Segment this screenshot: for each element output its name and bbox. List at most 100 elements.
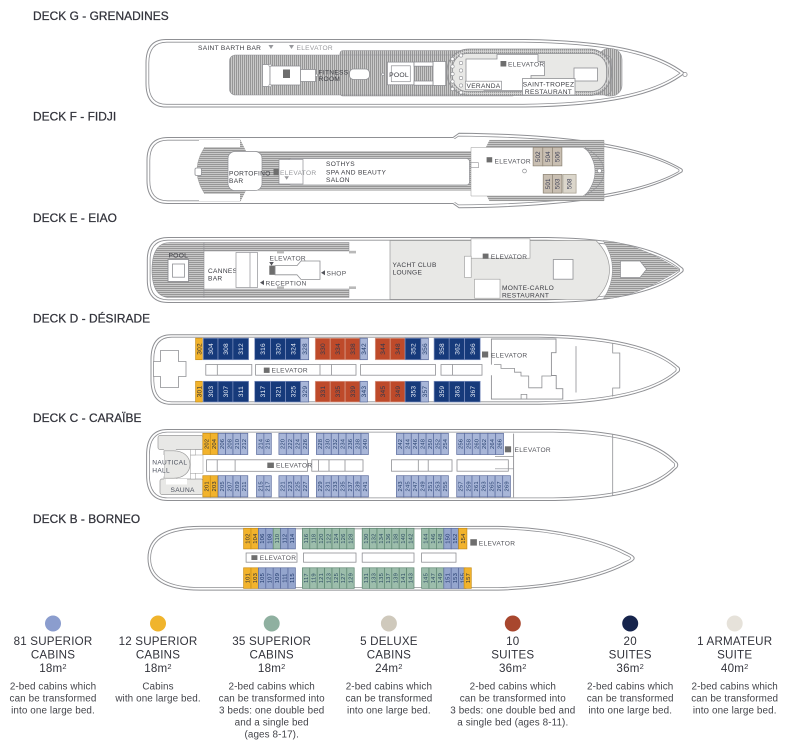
svg-text:118: 118	[312, 534, 318, 544]
svg-text:228: 228	[318, 439, 324, 449]
svg-text:DECK D - DÉSIRADE: DECK D - DÉSIRADE	[33, 311, 150, 326]
svg-text:363: 363	[454, 386, 461, 398]
svg-text:SPA AND BEAUTY: SPA AND BEAUTY	[326, 169, 386, 176]
svg-text:12 SUPERIOR: 12 SUPERIOR	[119, 635, 198, 648]
svg-text:RESTAURANT: RESTAURANT	[525, 89, 572, 96]
svg-text:339: 339	[350, 386, 357, 398]
svg-text:208: 208	[227, 439, 233, 449]
svg-text:106: 106	[260, 533, 266, 543]
svg-text:POOL: POOL	[168, 253, 188, 260]
svg-text:122: 122	[326, 533, 332, 543]
svg-text:243: 243	[398, 481, 404, 491]
svg-text:308: 308	[223, 343, 230, 355]
svg-text:227: 227	[303, 481, 309, 491]
svg-text:36m2: 36m2	[616, 662, 644, 675]
svg-text:261: 261	[474, 481, 480, 491]
svg-text:SAINT-TROPEZ: SAINT-TROPEZ	[523, 82, 575, 89]
svg-text:312: 312	[238, 343, 245, 355]
svg-text:36m2: 36m2	[499, 662, 527, 675]
svg-text:506: 506	[554, 151, 561, 162]
svg-text:207: 207	[227, 481, 233, 491]
svg-text:3 beds: one double bed: 3 beds: one double bed	[219, 706, 324, 717]
svg-text:BAR: BAR	[208, 275, 222, 282]
svg-text:into one large bed.: into one large bed.	[693, 706, 777, 717]
svg-text:357: 357	[422, 386, 429, 398]
svg-text:147: 147	[431, 573, 437, 583]
svg-text:255: 255	[443, 481, 449, 491]
svg-text:221: 221	[281, 481, 287, 491]
svg-text:359: 359	[439, 386, 446, 398]
svg-text:352: 352	[410, 343, 417, 355]
svg-text:216: 216	[266, 439, 272, 449]
svg-text:(ages 8-17).: (ages 8-17).	[244, 730, 298, 741]
svg-text:138: 138	[394, 533, 400, 543]
svg-text:250: 250	[428, 439, 434, 449]
svg-text:245: 245	[406, 481, 412, 491]
svg-text:348: 348	[395, 343, 402, 355]
svg-text:ELEVATOR: ELEVATOR	[508, 61, 544, 68]
svg-text:can be transformed: can be transformed	[10, 694, 97, 705]
svg-text:257: 257	[459, 481, 465, 491]
svg-text:307: 307	[223, 386, 230, 398]
svg-text:301: 301	[196, 386, 203, 398]
svg-text:362: 362	[454, 343, 461, 355]
svg-text:can be transformed: can be transformed	[345, 694, 432, 705]
svg-text:230: 230	[326, 439, 332, 449]
svg-text:256: 256	[459, 439, 465, 449]
svg-text:331: 331	[320, 386, 327, 398]
svg-text:2-bed cabins which: 2-bed cabins which	[470, 682, 556, 693]
svg-text:105: 105	[260, 573, 266, 583]
svg-text:RESTAURANT: RESTAURANT	[502, 293, 549, 300]
svg-text:367: 367	[470, 386, 477, 398]
svg-text:103: 103	[253, 573, 259, 583]
svg-text:212: 212	[242, 439, 248, 449]
svg-text:249: 249	[421, 481, 427, 491]
svg-text:can be transformed into: can be transformed into	[460, 694, 566, 705]
svg-text:into one large bed.: into one large bed.	[588, 706, 672, 717]
svg-text:329: 329	[302, 386, 309, 398]
svg-text:231: 231	[326, 481, 332, 491]
svg-text:124: 124	[334, 533, 340, 544]
svg-text:210: 210	[235, 439, 241, 449]
svg-text:ELEVATOR: ELEVATOR	[479, 540, 515, 547]
svg-text:into one large bed.: into one large bed.	[347, 706, 431, 717]
svg-text:252: 252	[435, 439, 441, 449]
svg-text:can be transformed into: can be transformed into	[219, 694, 325, 705]
svg-text:217: 217	[266, 481, 272, 491]
svg-text:CABINS: CABINS	[136, 649, 180, 662]
svg-text:242: 242	[398, 439, 404, 449]
svg-text:304: 304	[208, 343, 215, 355]
svg-text:247: 247	[413, 481, 419, 491]
svg-text:CABINS: CABINS	[250, 649, 294, 662]
svg-text:234: 234	[341, 438, 347, 449]
svg-text:into one large bed.: into one large bed.	[11, 706, 95, 717]
svg-text:502: 502	[535, 151, 542, 162]
svg-text:135: 135	[379, 573, 385, 583]
svg-text:344: 344	[380, 343, 387, 355]
svg-text:130: 130	[364, 533, 370, 543]
svg-text:238: 238	[355, 439, 361, 449]
svg-text:DECK E - EIAO: DECK E - EIAO	[33, 211, 117, 225]
svg-text:DECK F - FIDJI: DECK F - FIDJI	[33, 110, 116, 124]
svg-text:DECK C - CARAÏBE: DECK C - CARAÏBE	[33, 411, 142, 425]
svg-text:320: 320	[276, 343, 283, 355]
svg-text:5 DELUXE: 5 DELUXE	[360, 635, 418, 648]
svg-text:237: 237	[348, 481, 354, 491]
svg-text:349: 349	[395, 386, 402, 398]
svg-text:345: 345	[380, 386, 387, 398]
svg-text:316: 316	[260, 343, 267, 355]
svg-text:101: 101	[245, 573, 251, 583]
svg-text:366: 366	[470, 343, 477, 355]
svg-text:262: 262	[482, 439, 488, 449]
svg-text:10: 10	[506, 635, 519, 648]
svg-text:ELEVATOR: ELEVATOR	[491, 254, 527, 261]
svg-text:VERANDA: VERANDA	[467, 83, 501, 90]
svg-text:MONTE-CARLO: MONTE-CARLO	[502, 285, 554, 292]
svg-text:40m2: 40m2	[721, 662, 749, 675]
svg-text:233: 233	[333, 481, 339, 491]
svg-text:a single bed (ages 8-11).: a single bed (ages 8-11).	[457, 718, 568, 729]
svg-text:129: 129	[349, 573, 355, 583]
svg-text:151: 151	[446, 573, 452, 583]
svg-text:146: 146	[431, 533, 437, 543]
svg-text:229: 229	[318, 481, 324, 491]
